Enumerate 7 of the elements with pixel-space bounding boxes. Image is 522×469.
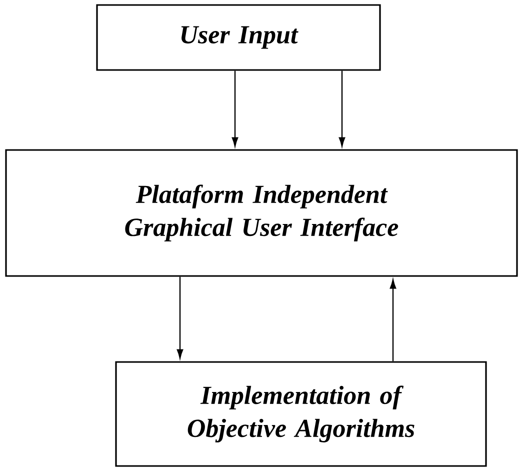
arrow <box>338 70 346 147</box>
process-box: Plataform Independent Graphical User Interface <box>5 149 518 277</box>
arrow <box>232 70 238 147</box>
arrow <box>176 276 184 359</box>
process-box: User Input <box>96 4 381 71</box>
process-box: Implementation of Objective Algorithms <box>115 361 487 467</box>
arrow <box>390 279 396 362</box>
